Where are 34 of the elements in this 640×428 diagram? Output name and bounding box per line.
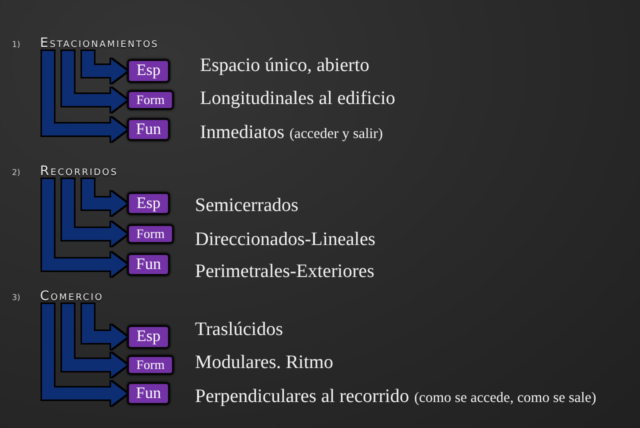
description-text: Perpendiculares al recorrido [195, 386, 410, 408]
description-text: Inmediatos [200, 122, 284, 144]
category-tag: Form [127, 224, 174, 244]
note-text: (como se accede, como se sale) [414, 389, 596, 408]
description-text: Direccionados-Lineales [195, 229, 376, 251]
description-text: Perimetrales-Exteriores [195, 261, 374, 283]
category-tag: Esp [127, 59, 170, 83]
elbow-arrow [62, 179, 127, 246]
elbow-arrow [82, 179, 127, 216]
category-tag: Form [127, 90, 174, 110]
elbow-arrow [42, 179, 127, 276]
category-tag: Fun [127, 118, 170, 141]
category-tag: Fun [127, 382, 170, 405]
elbow-arrow [62, 51, 127, 112]
category-tag: Esp [127, 325, 170, 349]
category-tag: Form [127, 355, 174, 375]
elbow-arrow [82, 51, 127, 83]
section-number: 1) [12, 40, 20, 50]
description-text: Longitudinales al edificio [200, 88, 396, 110]
category-tag: Esp [127, 192, 170, 215]
elbow-arrow [42, 304, 127, 406]
section-heading: Recorridos [40, 165, 118, 179]
elbow-arrow [82, 304, 127, 349]
section-number: 2) [12, 168, 20, 178]
elbow-arrow [42, 51, 127, 142]
category-tag: Fun [127, 253, 170, 276]
section-heading: Estacionamientos [40, 37, 159, 51]
note-text: (acceder y salir) [289, 125, 383, 144]
description-text: Espacio único, abierto [200, 55, 370, 77]
section-number: 3) [12, 293, 20, 303]
description-text: Semicerrados [195, 195, 298, 217]
section-heading: Comercio [40, 290, 104, 304]
description-text: Modulares. Ritmo [195, 352, 334, 374]
description-text: Traslúcidos [195, 319, 283, 341]
